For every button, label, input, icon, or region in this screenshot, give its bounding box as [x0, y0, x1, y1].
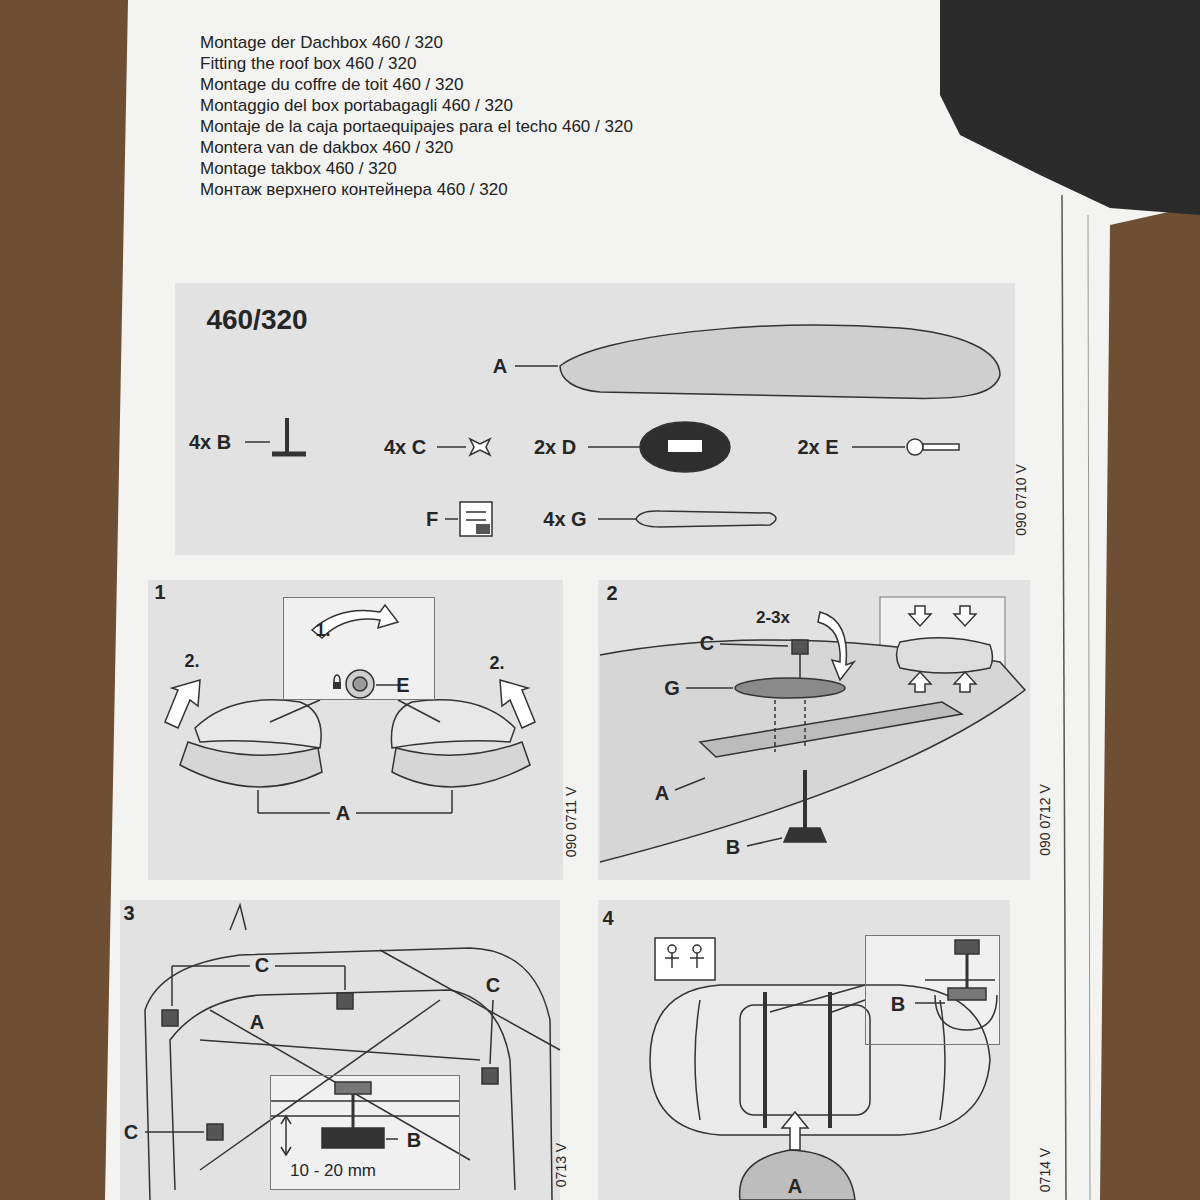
part-label: A [493, 355, 507, 377]
step-panel [598, 900, 1010, 1200]
part-letter: B [407, 1129, 421, 1151]
page-edge-line [1088, 215, 1090, 1200]
part-label: A [336, 802, 350, 824]
step4-drawings [650, 938, 997, 1200]
page-edge-line [1062, 195, 1066, 1200]
title-heading: Montage der Dachbox 460 / 320 [200, 34, 443, 53]
part-label: C [486, 974, 500, 996]
step-number: 4 [602, 907, 613, 929]
dark-object [940, 0, 1200, 215]
heading-translation: Montage takbox 460 / 320 [200, 160, 397, 179]
part-label: 4x C [384, 436, 426, 458]
parts-panel [175, 283, 1015, 555]
figure-code: 090 0711 V [564, 787, 579, 858]
heading-translation: Montaje de la caja portaequipajes para e… [200, 118, 633, 137]
part-label: C [700, 632, 714, 654]
figure-code: 0714 V [1038, 1148, 1053, 1192]
part-letter: B [891, 993, 905, 1015]
part-label: A [788, 1175, 802, 1197]
part-label: B [726, 836, 740, 858]
inset-box: 10 - 20 mm B [270, 1075, 460, 1190]
part-letter: E [396, 674, 409, 696]
step-panel: 1 1. E [148, 580, 563, 880]
heading-translation: Montaggio del box portabagagli 460 / 320 [200, 97, 513, 116]
inset-box: 1. E [283, 597, 435, 700]
part-label: F [426, 508, 438, 530]
parts-drawings [245, 325, 1000, 536]
part-label: 2. [489, 654, 504, 674]
step-panel: 4B [598, 900, 1010, 1200]
step-number: 460/320 [206, 305, 307, 336]
step-number: 2 [606, 582, 617, 604]
part-label: C [255, 954, 269, 976]
part-letter: 1. [315, 621, 330, 641]
step-panel [120, 900, 560, 1200]
part-letter: 10 - 20 mm [290, 1162, 376, 1181]
figure-code: 0713 V [554, 1143, 569, 1187]
part-label: G [664, 677, 680, 699]
part-label: C [124, 1121, 138, 1143]
heading-translation: Fitting the roof box 460 / 320 [200, 55, 416, 74]
heading-translation: Montage du coffre de toit 460 / 320 [200, 76, 463, 95]
step-panel: 2 [598, 580, 1030, 880]
step-panel [148, 580, 563, 880]
step-number: 3 [123, 902, 134, 924]
part-label: A [250, 1011, 264, 1033]
parts-panel: 460/320 [175, 283, 1015, 555]
inset-ground [270, 1075, 460, 1190]
step-number: 1 [154, 581, 165, 603]
step2-drawings [600, 606, 1025, 862]
step-panel [598, 580, 1030, 880]
part-label: 4x B [189, 431, 231, 453]
step-panel: 3 10 - 20 mm B [120, 900, 560, 1200]
part-label: 2-3x [756, 609, 790, 628]
part-label: 2. [184, 652, 199, 672]
part-label: A [655, 782, 669, 804]
step1-drawings [165, 605, 535, 813]
inset-ground [283, 597, 435, 700]
step3-drawings [145, 905, 560, 1200]
part-label: 2x D [534, 436, 576, 458]
figure-code: 090 0712 V [1038, 784, 1053, 856]
part-label: 2x E [797, 436, 838, 458]
heading-translation: Montera van de dakbox 460 / 320 [200, 139, 453, 158]
part-label: 4x G [543, 508, 586, 530]
heading-translation: Монтаж верхнего контейнера 460 / 320 [200, 181, 508, 200]
figure-code: 090 0710 V [1014, 464, 1029, 536]
inset-box: B [865, 935, 1000, 1045]
paper-sheet [105, 0, 1200, 1200]
